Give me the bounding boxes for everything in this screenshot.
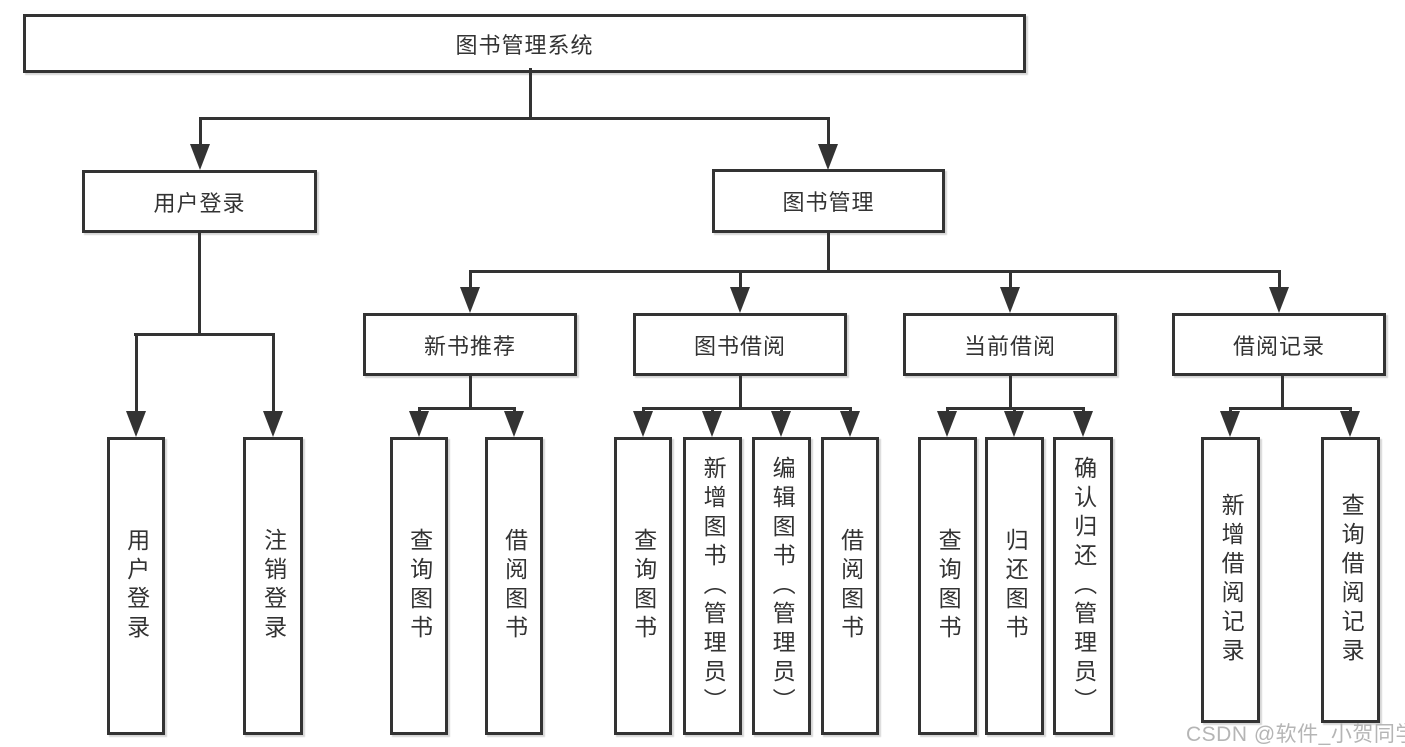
leaf-borrow-books-recommend: 借阅图书 <box>485 437 543 735</box>
watermark: CSDN @软件_小贺同学 <box>1186 723 1405 746</box>
connector-line <box>642 407 851 410</box>
leaf-logout: 注销登录 <box>243 437 303 735</box>
connector-arrow <box>771 407 791 437</box>
connector-line <box>827 233 830 271</box>
leaf-edit-books-admin-label: 编辑图书（管理员） <box>769 455 796 717</box>
connector-arrow <box>460 270 480 313</box>
leaf-query-books-borrow-label: 查询图书 <box>630 528 657 644</box>
connector-line <box>1229 407 1351 410</box>
leaf-borrow-books-label: 借阅图书 <box>837 528 864 644</box>
node-library-system-label: 图书管理系统 <box>455 32 594 58</box>
leaf-user-login: 用户登录 <box>107 437 165 735</box>
node-borrowing-records-label: 借阅记录 <box>1232 333 1325 359</box>
connector-line <box>199 117 830 120</box>
leaf-edit-books-admin: 编辑图书（管理员） <box>752 437 811 735</box>
connector-arrow <box>1269 270 1289 313</box>
leaf-query-books-current-label: 查询图书 <box>935 528 962 644</box>
connector-line <box>198 233 201 334</box>
connector-arrow <box>840 407 860 437</box>
leaf-add-borrow-record-label: 新增借阅记录 <box>1218 493 1245 667</box>
node-current-borrowing-label: 当前借阅 <box>963 333 1056 359</box>
connector-arrow <box>263 333 283 437</box>
connector-arrow <box>1073 407 1093 437</box>
node-user-login: 用户登录 <box>82 170 317 233</box>
leaf-return-books: 归还图书 <box>985 437 1044 735</box>
connector-line <box>1009 376 1012 407</box>
connector-line <box>469 376 472 407</box>
leaf-query-books-borrow: 查询图书 <box>614 437 672 735</box>
connector-arrow <box>818 117 838 170</box>
leaf-add-books-admin: 新增图书（管理员） <box>683 437 742 735</box>
connector-arrow <box>409 407 429 437</box>
leaf-confirm-return-admin: 确认归还（管理员） <box>1053 437 1113 735</box>
connector-arrow <box>1340 407 1360 437</box>
connector-arrow <box>504 407 524 437</box>
leaf-query-books-recommend: 查询图书 <box>390 437 448 735</box>
node-new-book-recommend-label: 新书推荐 <box>423 333 516 359</box>
connector-arrow <box>730 270 750 313</box>
connector-arrow <box>126 333 146 437</box>
leaf-query-books-current: 查询图书 <box>918 437 977 735</box>
leaf-confirm-return-admin-label: 确认归还（管理员） <box>1070 455 1097 717</box>
leaf-query-borrow-record: 查询借阅记录 <box>1321 437 1380 723</box>
leaf-user-login-label: 用户登录 <box>123 528 150 644</box>
connector-arrow <box>1220 407 1240 437</box>
node-book-management: 图书管理 <box>712 169 945 233</box>
leaf-add-borrow-record: 新增借阅记录 <box>1201 437 1260 723</box>
leaf-return-books-label: 归还图书 <box>1002 528 1029 644</box>
node-library-system: 图书管理系统 <box>23 14 1026 73</box>
leaf-add-books-admin-label: 新增图书（管理员） <box>700 455 727 717</box>
node-current-borrowing: 当前借阅 <box>903 313 1117 376</box>
connector-arrow <box>190 117 210 170</box>
connector-line <box>529 68 532 118</box>
node-book-borrowing: 图书借阅 <box>633 313 847 376</box>
connector-line <box>418 407 515 410</box>
leaf-borrow-books-recommend-label: 借阅图书 <box>501 528 528 644</box>
node-book-borrowing-label: 图书借阅 <box>693 333 786 359</box>
leaf-logout-label: 注销登录 <box>260 528 287 644</box>
node-new-book-recommend: 新书推荐 <box>363 313 577 376</box>
connector-line <box>1281 376 1284 407</box>
connector-arrow <box>1004 407 1024 437</box>
connector-line <box>469 270 1281 273</box>
leaf-query-borrow-record-label: 查询借阅记录 <box>1338 493 1365 667</box>
connector-arrow <box>1000 270 1020 313</box>
connector-arrow <box>702 407 722 437</box>
connector-line <box>134 333 275 336</box>
leaf-query-books-recommend-label: 查询图书 <box>406 528 433 644</box>
node-user-login-label: 用户登录 <box>153 190 246 216</box>
leaf-borrow-books: 借阅图书 <box>821 437 879 735</box>
node-book-management-label: 图书管理 <box>782 190 875 215</box>
connector-arrow <box>937 407 957 437</box>
connector-arrow <box>633 407 653 437</box>
node-borrowing-records: 借阅记录 <box>1172 313 1386 376</box>
connector-line <box>739 376 742 407</box>
